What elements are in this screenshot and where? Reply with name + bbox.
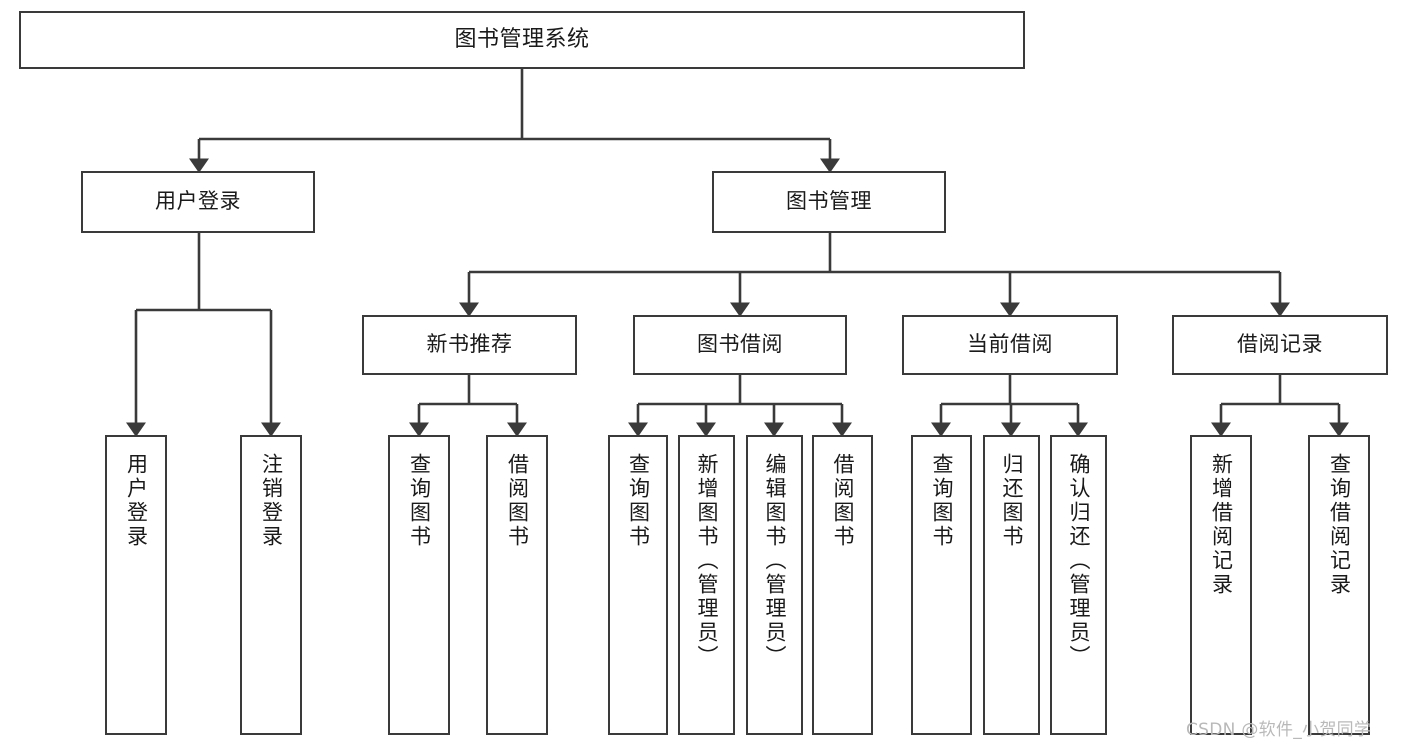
node-label: 确认归还（管理员） — [1067, 453, 1091, 669]
node-label: 新书推荐 — [426, 332, 513, 357]
node-borrow-records[interactable]: 借阅记录 — [1172, 315, 1388, 375]
leaf-query-book-current[interactable]: 查询图书 — [911, 435, 972, 735]
leaf-return-book[interactable]: 归还图书 — [983, 435, 1040, 735]
node-book-borrow[interactable]: 图书借阅 — [633, 315, 847, 375]
node-label: 查询图书 — [407, 453, 432, 549]
leaf-add-book-admin[interactable]: 新增图书（管理员） — [678, 435, 735, 735]
node-label: 新增图书（管理员） — [695, 453, 719, 669]
node-root-system[interactable]: 图书管理系统 — [19, 11, 1025, 69]
leaf-query-borrow-record[interactable]: 查询借阅记录 — [1308, 435, 1370, 735]
node-book-management[interactable]: 图书管理 — [712, 171, 946, 233]
node-label: 编辑图书（管理员） — [763, 453, 787, 669]
csdn-watermark: CSDN @软件_小贺同学 — [1186, 720, 1372, 740]
leaf-add-borrow-record[interactable]: 新增借阅记录 — [1190, 435, 1252, 735]
node-label: 图书借阅 — [697, 332, 783, 357]
node-user-login[interactable]: 用户登录 — [81, 171, 315, 233]
node-current-borrow[interactable]: 当前借阅 — [902, 315, 1118, 375]
leaf-user-login[interactable]: 用户登录 — [105, 435, 167, 735]
leaf-query-book-newbook[interactable]: 查询图书 — [388, 435, 450, 735]
node-label: 注销登录 — [259, 453, 284, 549]
node-label: 查询借阅记录 — [1327, 453, 1352, 597]
node-label: 当前借阅 — [967, 332, 1053, 357]
node-label: 新增借阅记录 — [1209, 453, 1234, 597]
leaf-edit-book-admin[interactable]: 编辑图书（管理员） — [746, 435, 803, 735]
node-label: 图书管理 — [786, 189, 872, 214]
leaf-borrow-book[interactable]: 借阅图书 — [812, 435, 873, 735]
leaf-confirm-return-admin[interactable]: 确认归还（管理员） — [1050, 435, 1107, 735]
node-label: 查询图书 — [930, 453, 954, 549]
leaf-query-book-borrow[interactable]: 查询图书 — [608, 435, 668, 735]
node-new-book-recommend[interactable]: 新书推荐 — [362, 315, 577, 375]
node-label: 借阅图书 — [831, 453, 855, 549]
node-label: 借阅记录 — [1237, 332, 1323, 357]
node-label: 借阅图书 — [505, 453, 530, 549]
node-label: 用户登录 — [155, 189, 241, 214]
leaf-logout[interactable]: 注销登录 — [240, 435, 302, 735]
node-label: 归还图书 — [1000, 453, 1024, 549]
node-label: 查询图书 — [626, 453, 651, 549]
node-label: 用户登录 — [124, 453, 149, 549]
leaf-borrow-book-newbook[interactable]: 借阅图书 — [486, 435, 548, 735]
node-label: 图书管理系统 — [454, 26, 590, 52]
